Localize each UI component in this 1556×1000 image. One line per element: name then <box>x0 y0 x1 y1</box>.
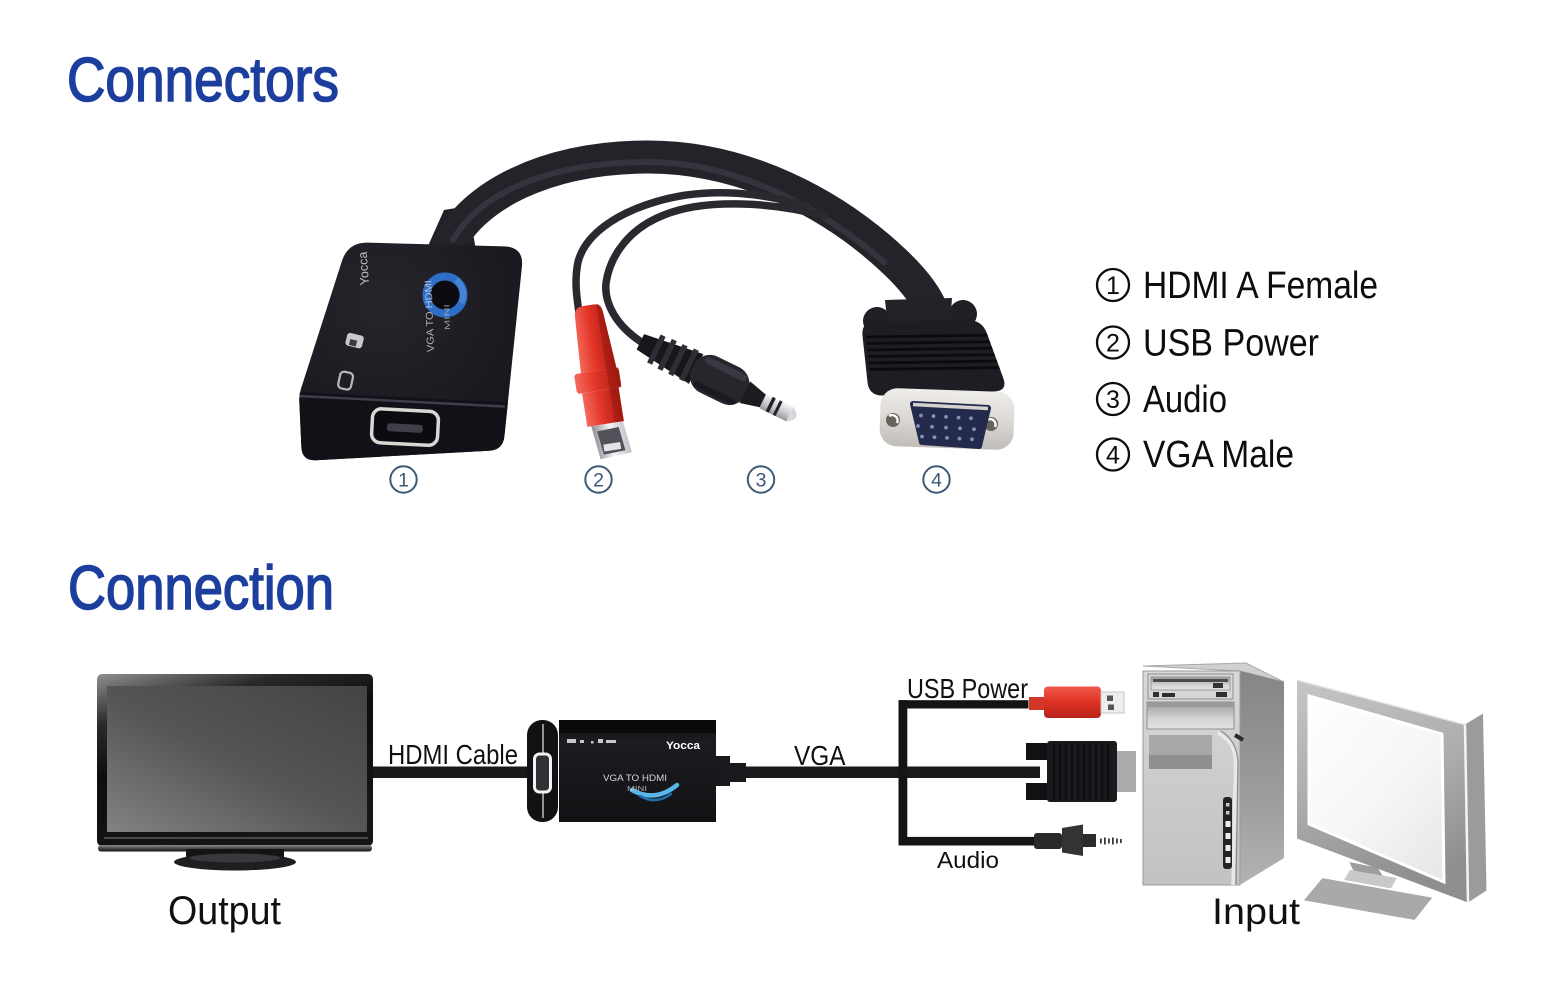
svg-text:VGA Male: VGA Male <box>1143 434 1294 476</box>
svg-text:4: 4 <box>931 469 942 491</box>
svg-text:2: 2 <box>593 469 604 491</box>
svg-text:HDMI A Female: HDMI A Female <box>1143 265 1378 307</box>
svg-text:MINI: MINI <box>442 304 452 330</box>
svg-text:3: 3 <box>756 469 767 491</box>
svg-text:2: 2 <box>1106 329 1120 357</box>
svg-text:HDMI Cable: HDMI Cable <box>388 739 518 770</box>
svg-text:Yocca: Yocca <box>356 251 372 286</box>
svg-text:1: 1 <box>1106 272 1120 300</box>
svg-text:Yocca: Yocca <box>666 740 701 752</box>
svg-text:USB Power: USB Power <box>907 673 1028 704</box>
svg-text:4: 4 <box>1106 441 1120 469</box>
svg-text:Audio: Audio <box>1143 379 1227 421</box>
svg-text:Input: Input <box>1212 891 1301 932</box>
svg-text:MINI: MINI <box>627 786 647 793</box>
svg-text:Connection: Connection <box>68 554 334 623</box>
svg-text:3: 3 <box>1106 386 1120 414</box>
svg-text:1: 1 <box>398 469 409 491</box>
svg-text:USB Power: USB Power <box>1143 323 1319 365</box>
svg-text:VGA TO HDMI: VGA TO HDMI <box>423 280 437 352</box>
svg-text:VGA TO HDMI: VGA TO HDMI <box>603 773 667 783</box>
svg-text:Connectors: Connectors <box>67 46 339 115</box>
svg-text:Audio: Audio <box>937 847 999 873</box>
svg-text:Output: Output <box>168 889 281 933</box>
svg-text:VGA: VGA <box>794 740 846 771</box>
